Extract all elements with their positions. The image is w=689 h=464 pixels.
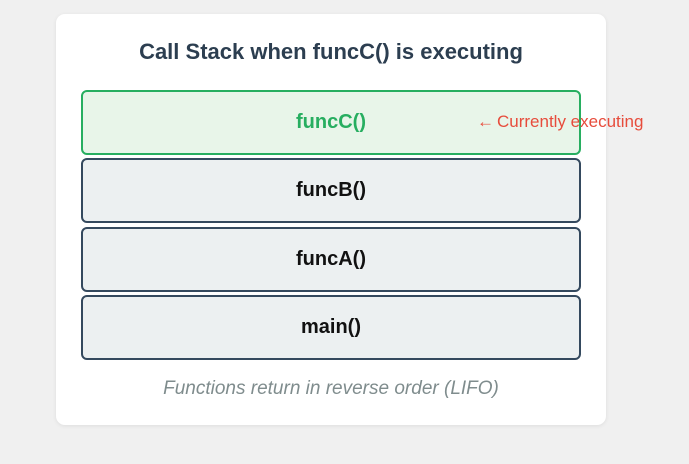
call-stack-card: Call Stack when funcC() is executing fun… (56, 14, 643, 425)
stack-frame-funcb: funcB() (81, 158, 581, 223)
diagram-title: Call Stack when funcC() is executing (139, 39, 523, 64)
diagram-caption: Functions return in reverse order (LIFO) (163, 378, 499, 399)
frame-label: funcA() (296, 248, 366, 270)
frame-label: funcC() (296, 111, 366, 133)
stack-frame-main: main() (81, 295, 581, 360)
pointer-label: Currently executing (497, 112, 644, 131)
frame-label: main() (301, 316, 361, 338)
frame-label: funcB() (296, 179, 366, 201)
left-arrow-icon: ← (477, 112, 494, 131)
stack-frame-funcc: funcC() (81, 90, 581, 155)
stack-frame-funca: funcA() (81, 227, 581, 292)
current-frame-pointer: ←Currently executing (477, 112, 643, 132)
